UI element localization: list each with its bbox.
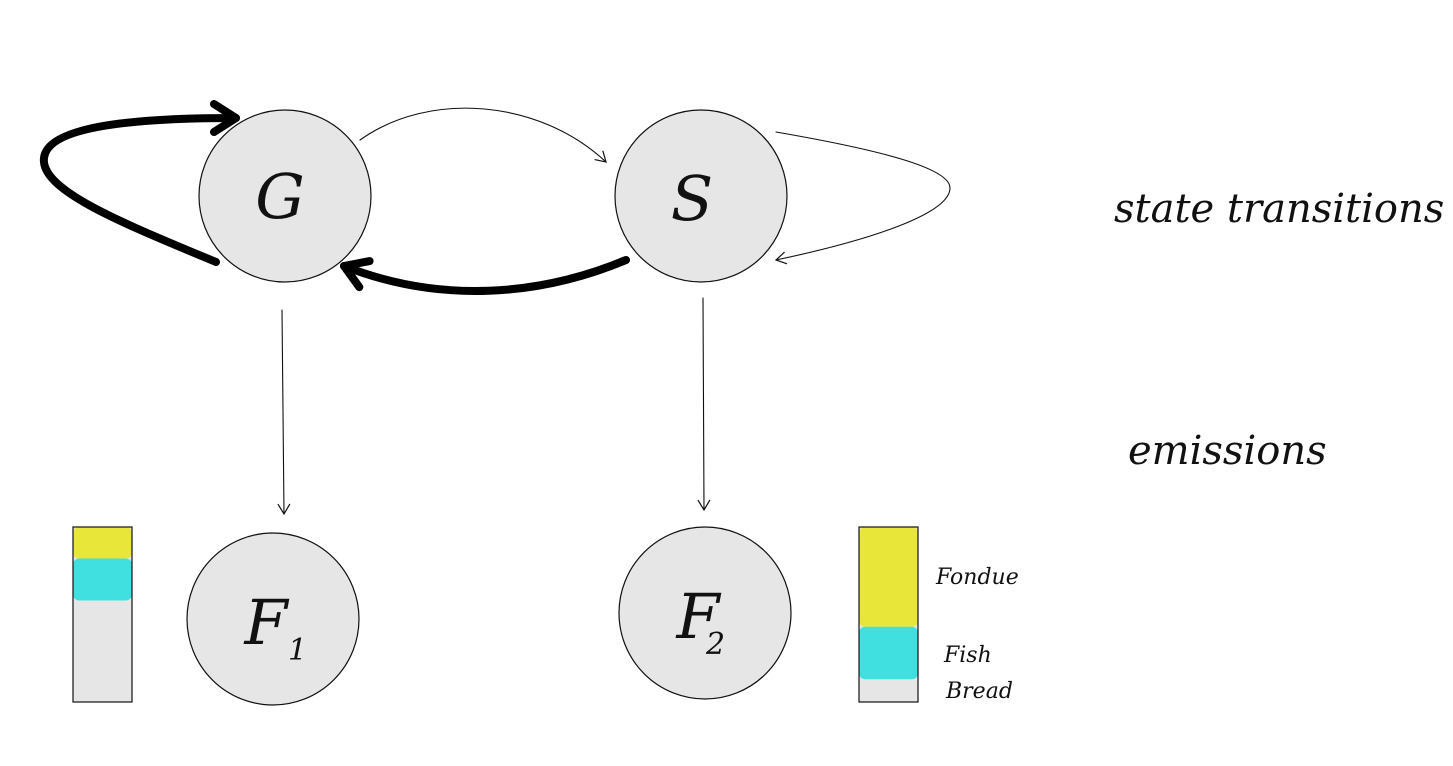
emissions-label: emissions — [1128, 428, 1327, 474]
emission-node-f1: F 1 — [186, 532, 360, 706]
g-to-f1-edge — [277, 309, 291, 516]
f2-fish-segment — [859, 626, 918, 680]
state-node-g: G — [198, 109, 372, 283]
f1-fish-segment — [73, 558, 132, 601]
f1-label: F — [243, 586, 289, 659]
f2-label: F — [675, 580, 721, 653]
fondue-label: Fondue — [935, 565, 1019, 590]
f2-bar-frame — [858, 526, 919, 703]
f2-fondue-segment — [859, 527, 918, 627]
f1-bar-frame — [72, 526, 133, 703]
state-transitions-label: state transitions — [1114, 186, 1444, 232]
f2-emission-bar — [858, 526, 919, 703]
f1-fondue-segment — [73, 527, 132, 559]
fish-label: Fish — [943, 643, 992, 668]
emission-node-f2: F 2 — [618, 526, 792, 700]
g-to-s-edge — [359, 107, 607, 163]
s-to-f2-edge — [697, 297, 711, 512]
f1-emission-bar — [72, 526, 133, 703]
state-g-label: G — [255, 160, 305, 233]
state-s-label: S — [671, 162, 713, 235]
s-to-g-edge — [340, 256, 630, 295]
bread-label: Bread — [945, 679, 1013, 704]
g-self-loop-edge — [39, 100, 240, 266]
f1-subscript: 1 — [288, 633, 307, 668]
state-node-s: S — [614, 109, 788, 283]
s-self-loop-edge — [774, 131, 951, 265]
f2-subscript: 2 — [705, 627, 725, 662]
